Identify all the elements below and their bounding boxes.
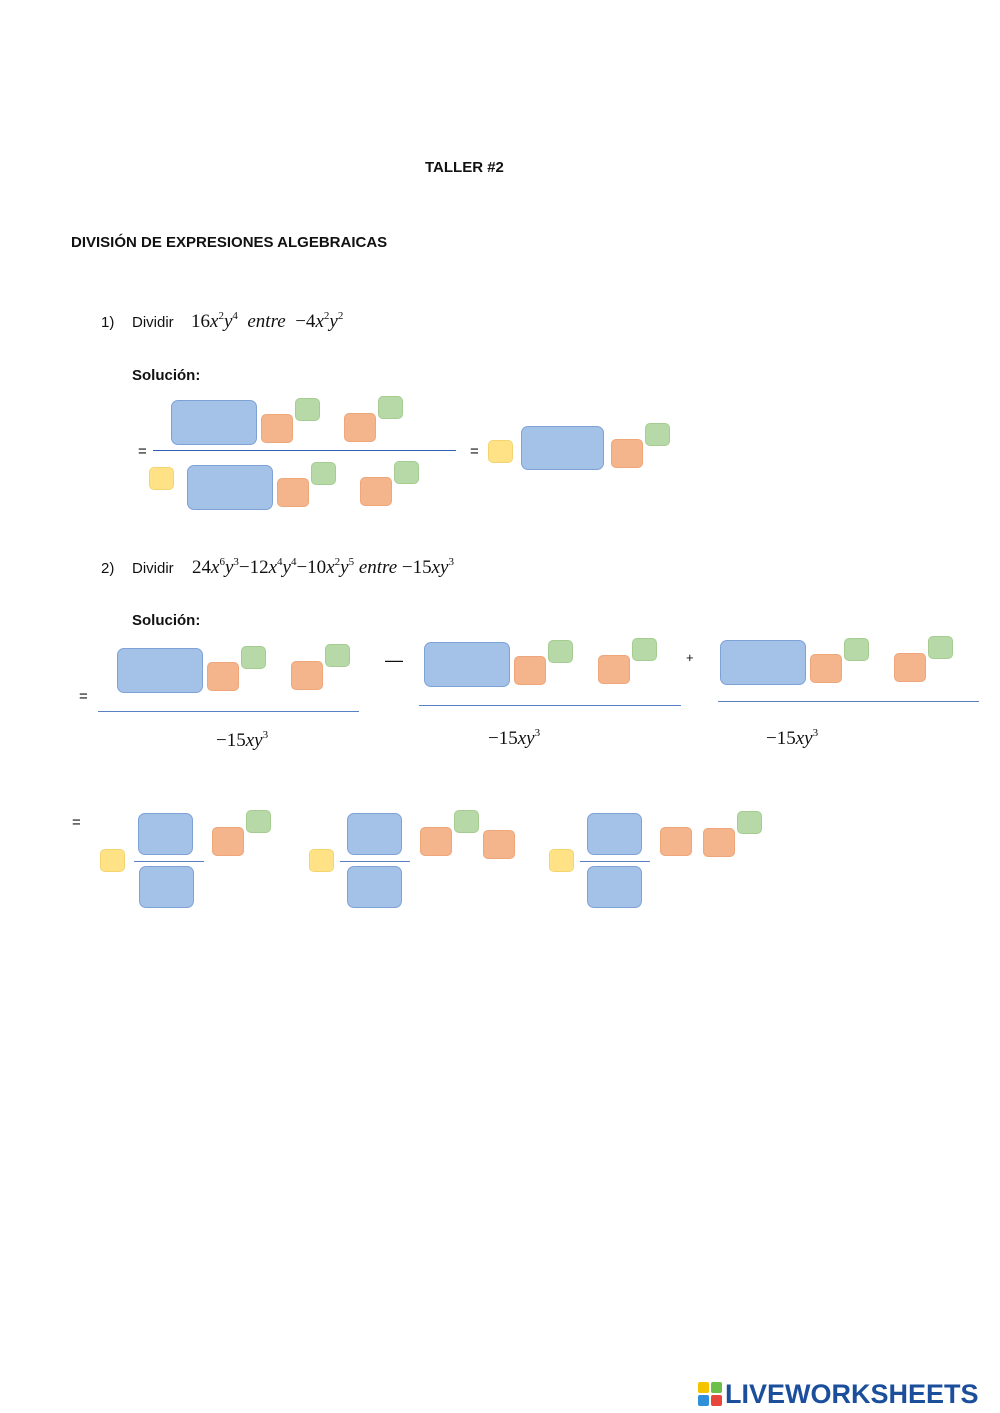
problem-2-equals-2: =: [72, 814, 81, 831]
problem-1-verb: Dividir: [132, 314, 174, 331]
p1-numerator-exp1-box[interactable]: [295, 398, 320, 421]
p1-result-var-box[interactable]: [611, 439, 643, 468]
p2-f2-fraction-bar: [419, 705, 681, 706]
p2-f3-fraction-bar: [718, 701, 979, 702]
problem-2-equals: =: [79, 688, 88, 705]
p1-result-exp-box[interactable]: [645, 423, 670, 446]
problem-2-number: 2): [101, 560, 115, 577]
p2-f2-denominator: −15xy3: [488, 727, 541, 750]
p1-denominator-exp2-box[interactable]: [394, 461, 419, 484]
problem-1-solution-label: Solución:: [132, 367, 201, 384]
p2-f1-coefficient-box[interactable]: [117, 648, 203, 693]
p2-t3-sign-box[interactable]: [549, 849, 574, 872]
p2-t3-var2-box[interactable]: [703, 828, 735, 857]
p2-plus-sign: +: [686, 650, 694, 665]
p2-t3-fraction-bar: [580, 861, 650, 862]
problem-1-number: 1): [101, 314, 115, 331]
p2-f1-denominator: −15xy3: [216, 729, 269, 752]
p2-f1-var2-box[interactable]: [291, 661, 323, 690]
p1-numerator-var2-box[interactable]: [344, 413, 376, 442]
problem-1-equals: =: [138, 443, 147, 460]
p1-result-coefficient-box[interactable]: [521, 426, 604, 470]
p2-t1-numerator-box[interactable]: [138, 813, 193, 855]
p2-f3-exp2-box[interactable]: [928, 636, 953, 659]
p2-f1-exp1-box[interactable]: [241, 646, 266, 669]
p2-t1-sign-box[interactable]: [100, 849, 125, 872]
liveworksheets-logo-icon: [698, 1382, 722, 1406]
p2-t2-var2-box[interactable]: [483, 830, 515, 859]
p2-t3-exp-box[interactable]: [737, 811, 762, 834]
p1-sign-box[interactable]: [149, 467, 174, 490]
p2-t2-sign-box[interactable]: [309, 849, 334, 872]
p2-f2-exp1-box[interactable]: [548, 640, 573, 663]
p2-f3-var1-box[interactable]: [810, 654, 842, 683]
p2-f3-exp1-box[interactable]: [844, 638, 869, 661]
problem-2-solution-label: Solución:: [132, 612, 201, 629]
p2-t3-denominator-box[interactable]: [587, 866, 642, 908]
p2-f2-var1-box[interactable]: [514, 656, 546, 685]
p2-f2-var2-box[interactable]: [598, 655, 630, 684]
section-heading: DIVISIÓN DE EXPRESIONES ALGEBRAICAS: [71, 234, 388, 251]
p1-denominator-exp1-box[interactable]: [311, 462, 336, 485]
p1-numerator-exp2-box[interactable]: [378, 396, 403, 419]
problem-1-expression: 16x2y4 entre −4x2y2: [191, 310, 344, 333]
p2-minus-sign: —: [385, 650, 403, 670]
p2-t2-denominator-box[interactable]: [347, 866, 402, 908]
p2-t2-var1-box[interactable]: [420, 827, 452, 856]
p2-t1-exp-box[interactable]: [246, 810, 271, 833]
p1-numerator-coefficient-box[interactable]: [171, 400, 257, 445]
problem-1-fraction-bar: [153, 450, 456, 451]
p1-denominator-coefficient-box[interactable]: [187, 465, 273, 510]
p1-result-sign-box[interactable]: [488, 440, 513, 463]
p2-t1-denominator-box[interactable]: [139, 866, 194, 908]
problem-2-verb: Dividir: [132, 560, 174, 577]
p2-f1-fraction-bar: [98, 711, 359, 712]
p2-t3-numerator-box[interactable]: [587, 813, 642, 855]
p2-f3-var2-box[interactable]: [894, 653, 926, 682]
p2-f2-coefficient-box[interactable]: [424, 642, 510, 687]
p1-denominator-var1-box[interactable]: [277, 478, 309, 507]
liveworksheets-wordmark: LIVEWORKSHEETS: [725, 1378, 979, 1409]
p2-f3-denominator: −15xy3: [766, 727, 819, 750]
p1-numerator-var1-box[interactable]: [261, 414, 293, 443]
page-title: TALLER #2: [425, 159, 504, 176]
p2-t2-numerator-box[interactable]: [347, 813, 402, 855]
p2-f1-var1-box[interactable]: [207, 662, 239, 691]
problem-1-equals-2: =: [470, 443, 479, 460]
p1-denominator-var2-box[interactable]: [360, 477, 392, 506]
p2-t2-exp-box[interactable]: [454, 810, 479, 833]
p2-f2-exp2-box[interactable]: [632, 638, 657, 661]
liveworksheets-logo: LIVEWORKSHEETS: [698, 1378, 979, 1409]
p2-t2-fraction-bar: [340, 861, 410, 862]
p2-t1-var-box[interactable]: [212, 827, 244, 856]
p2-f3-coefficient-box[interactable]: [720, 640, 806, 685]
p2-f1-exp2-box[interactable]: [325, 644, 350, 667]
p2-t1-fraction-bar: [134, 861, 204, 862]
p2-t3-var1-box[interactable]: [660, 827, 692, 856]
problem-2-expression: 24x6y3−12x4y4−10x2y5 entre −15xy3: [192, 556, 454, 579]
